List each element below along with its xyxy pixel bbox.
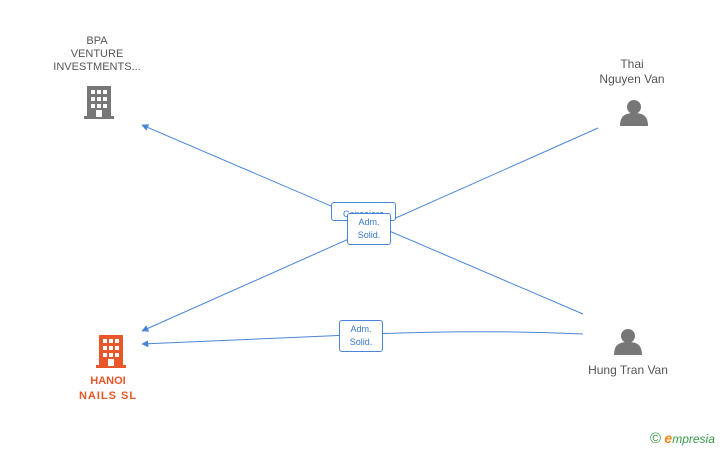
edge-label-adm-solid[interactable]: Adm. Solid.	[339, 320, 383, 352]
brand-initial: e	[664, 430, 673, 446]
node-thai[interactable]: Thai Nguyen Van	[582, 57, 682, 87]
brand-name: mpresia	[672, 432, 715, 446]
node-hung[interactable]: Hung Tran Van	[568, 363, 688, 378]
node-label: Thai	[620, 57, 644, 71]
edge-label-text: Adm.	[358, 217, 380, 227]
copyright-icon: ©	[650, 430, 662, 447]
person-icon[interactable]	[620, 100, 648, 126]
person-icon[interactable]	[614, 329, 642, 355]
edge-label-text: Solid.	[357, 230, 381, 240]
brand-logo: © empresia	[650, 430, 715, 447]
building-icon[interactable]	[96, 335, 126, 368]
edge-label-adm-solid[interactable]: Adm. Solid.	[347, 213, 391, 245]
node-label: INVESTMENTS...	[53, 61, 141, 73]
node-label: VENTURE	[70, 48, 124, 60]
node-hanoi[interactable]: HANOI NAILS SL	[58, 374, 158, 404]
building-icon[interactable]	[84, 86, 114, 119]
node-label: Nguyen Van	[599, 72, 665, 86]
node-bpa[interactable]: BPA VENTURE INVESTMENTS...	[36, 35, 158, 74]
node-label: HANOI	[90, 375, 126, 387]
edge-label-text: Adm.	[350, 324, 372, 334]
edge-label-text: Solid.	[349, 337, 373, 347]
node-label: BPA	[86, 35, 108, 47]
node-label: Hung Tran Van	[588, 363, 668, 377]
node-label: NAILS SL	[78, 390, 138, 402]
